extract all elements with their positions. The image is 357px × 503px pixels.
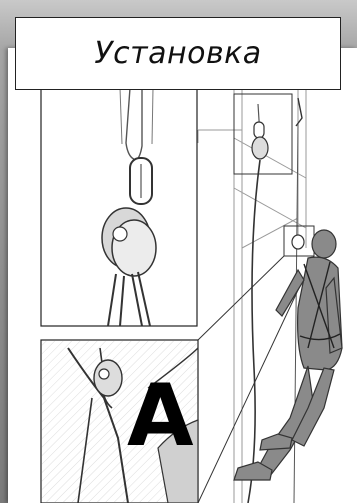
detail-label-a: A: [127, 373, 194, 459]
detail-box-anchor: [234, 94, 302, 174]
callout-line: [198, 256, 284, 340]
worker-figure: [234, 230, 342, 480]
main-rope: [248, 160, 260, 503]
page-title: Установка: [94, 36, 261, 71]
detail-box-descender: [41, 88, 197, 326]
title-box: Установка: [15, 17, 341, 90]
